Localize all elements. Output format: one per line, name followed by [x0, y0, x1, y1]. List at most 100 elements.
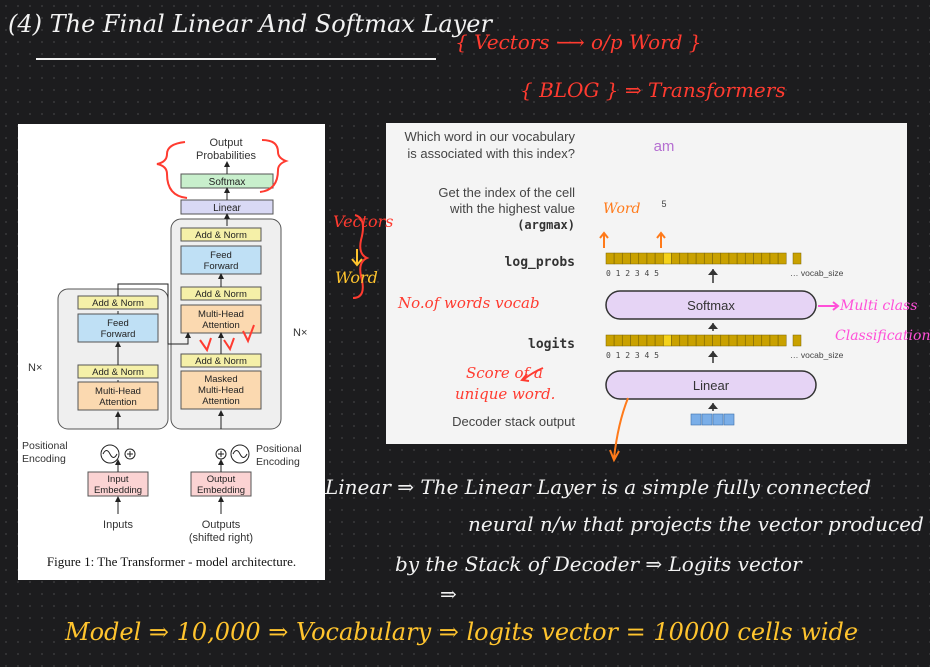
encoder-multi-head-attention — [77, 381, 159, 411]
decoder-mha-label-1: Multi-Head — [198, 309, 244, 320]
linear-note-line-4: ⇒ — [440, 582, 457, 606]
decoder-add-norm-1-label: Add & Norm — [195, 356, 247, 367]
encoder-nx-label: N× — [28, 362, 42, 374]
annotation-vectors: Vectors — [333, 212, 394, 231]
decoder-output-cell — [690, 413, 702, 426]
vector-cell — [777, 252, 787, 265]
vector-cell — [720, 334, 730, 347]
encoder-feed-label-1: Feed — [107, 318, 129, 329]
encoder-feed-label-2: Forward — [101, 329, 136, 340]
log-probs-vector — [605, 252, 802, 265]
decoder-output-label: Decoder stack output — [452, 414, 575, 429]
argmax-line-1: Get the index of the cell — [438, 185, 575, 200]
vector-cell — [712, 334, 721, 347]
decoder-feed-label-2: Forward — [204, 261, 239, 272]
vector-cell — [638, 252, 648, 265]
linear-layer-label: Linear — [693, 378, 730, 393]
decoding-diagram: Which word in our vocabulary is associat… — [404, 129, 844, 429]
log-probs-vocab-size: … vocab_size — [790, 268, 844, 278]
vector-cell — [687, 334, 697, 347]
vector-cell — [769, 252, 779, 265]
input-embedding-label-2: Embedding — [94, 485, 142, 496]
vector-cell — [671, 252, 680, 265]
annotation-classification: Classification — [835, 328, 930, 344]
vector-cell — [671, 334, 680, 347]
annotation-score-line-1: Score of a — [466, 364, 543, 382]
vector-cell — [687, 252, 697, 265]
output-embedding-label-1: Output — [207, 474, 236, 485]
decoder-output-cell — [723, 413, 735, 426]
decoder-output-cell — [701, 413, 713, 426]
vector-cell — [736, 334, 746, 347]
decoder-add-norm-2-label: Add & Norm — [195, 289, 247, 300]
output-probabilities-label-2: Probabilities — [196, 150, 256, 162]
vector-cell — [753, 252, 762, 265]
heading-underline — [36, 58, 436, 60]
question-line-2: is associated with this index? — [407, 146, 575, 161]
annotation-score-line-2: unique word. — [455, 385, 556, 403]
vector-cell — [638, 334, 648, 347]
outputs-shifted-label: (shifted right) — [189, 532, 253, 544]
encoder-positional-label-1: Positional — [22, 440, 68, 452]
decoder-feed-forward — [180, 245, 262, 275]
vector-cell — [630, 334, 639, 347]
annotation-multi-class: Multi class — [840, 298, 918, 314]
vector-cell — [704, 252, 713, 265]
vectors-to-word-arrow — [351, 249, 363, 267]
page-heading: (4) The Final Linear And Softmax Layer — [8, 10, 492, 38]
decoder-masked-label-3: Attention — [202, 396, 240, 407]
decoder-masked-label-2: Multi-Head — [198, 385, 244, 396]
output-probabilities-label: Output — [209, 137, 242, 149]
vector-cell — [753, 334, 762, 347]
decoder-add-norm-3 — [180, 227, 262, 242]
vector-cell-last — [792, 252, 802, 265]
vector-cell — [613, 252, 623, 265]
vector-cell — [679, 252, 689, 265]
log-probs-ticks: 0 1 2 3 4 5 — [606, 269, 659, 278]
encoder-mha-label-1: Multi-Head — [95, 386, 141, 397]
vector-cell — [613, 334, 623, 347]
decoder-mha-label-2: Attention — [202, 320, 240, 331]
log-probs-label: log_probs — [505, 255, 575, 270]
bottom-note: Model ⇒ 10,000 ⇒ Vocabulary ⇒ logits vec… — [65, 618, 859, 646]
encoder-feed-forward — [77, 313, 159, 343]
decoder-masked-label-1: Masked — [204, 374, 237, 385]
encoder-mha-label-2: Attention — [99, 397, 137, 408]
note-blog-transformers: { BLOG } ⇒ Transformers — [520, 78, 786, 102]
decoder-add-norm-3-label: Add & Norm — [195, 230, 247, 241]
decoder-positional-label-2: Encoding — [256, 456, 300, 468]
vector-cell — [728, 334, 738, 347]
logits-ticks: 0 1 2 3 4 5 — [606, 351, 659, 360]
vector-cell — [712, 252, 721, 265]
vector-cell — [745, 334, 754, 347]
vector-cell — [622, 334, 631, 347]
decoder-masked-attention — [180, 370, 262, 410]
decoder-nx-label: N× — [293, 327, 307, 339]
vector-cell — [679, 334, 689, 347]
logits-vector — [605, 334, 802, 347]
annotation-word: Word — [335, 268, 378, 287]
output-embedding-label-2: Embedding — [197, 485, 245, 496]
vector-cell — [769, 334, 779, 347]
vector-cell — [728, 252, 738, 265]
vector-cell — [605, 252, 615, 265]
annotation-word-small: Word — [603, 201, 641, 217]
softmax-label: Softmax — [209, 177, 246, 188]
decoder-output-vector — [690, 413, 735, 426]
argmax-index-value: 5 — [661, 199, 666, 209]
vector-cell — [605, 334, 615, 347]
transformer-architecture-figure: Output Probabilities Softmax Linear Add … — [18, 124, 325, 580]
argmax-line-3: (argmax) — [517, 218, 575, 232]
encoder-add-norm-2-label: Add & Norm — [92, 298, 144, 309]
encoder-add-norm-1-label: Add & Norm — [92, 367, 144, 378]
vector-cell — [646, 252, 656, 265]
vector-cell — [695, 334, 705, 347]
predicted-word: am — [654, 138, 675, 155]
vector-cell — [654, 252, 664, 265]
vector-cell — [630, 252, 639, 265]
figure-caption: Figure 1: The Transformer - model archit… — [46, 554, 297, 569]
decoding-panel: Which word in our vocabulary is associat… — [386, 123, 907, 444]
vector-cell — [622, 252, 631, 265]
decoder-positional-label-1: Positional — [256, 443, 302, 455]
vector-cell — [646, 334, 656, 347]
